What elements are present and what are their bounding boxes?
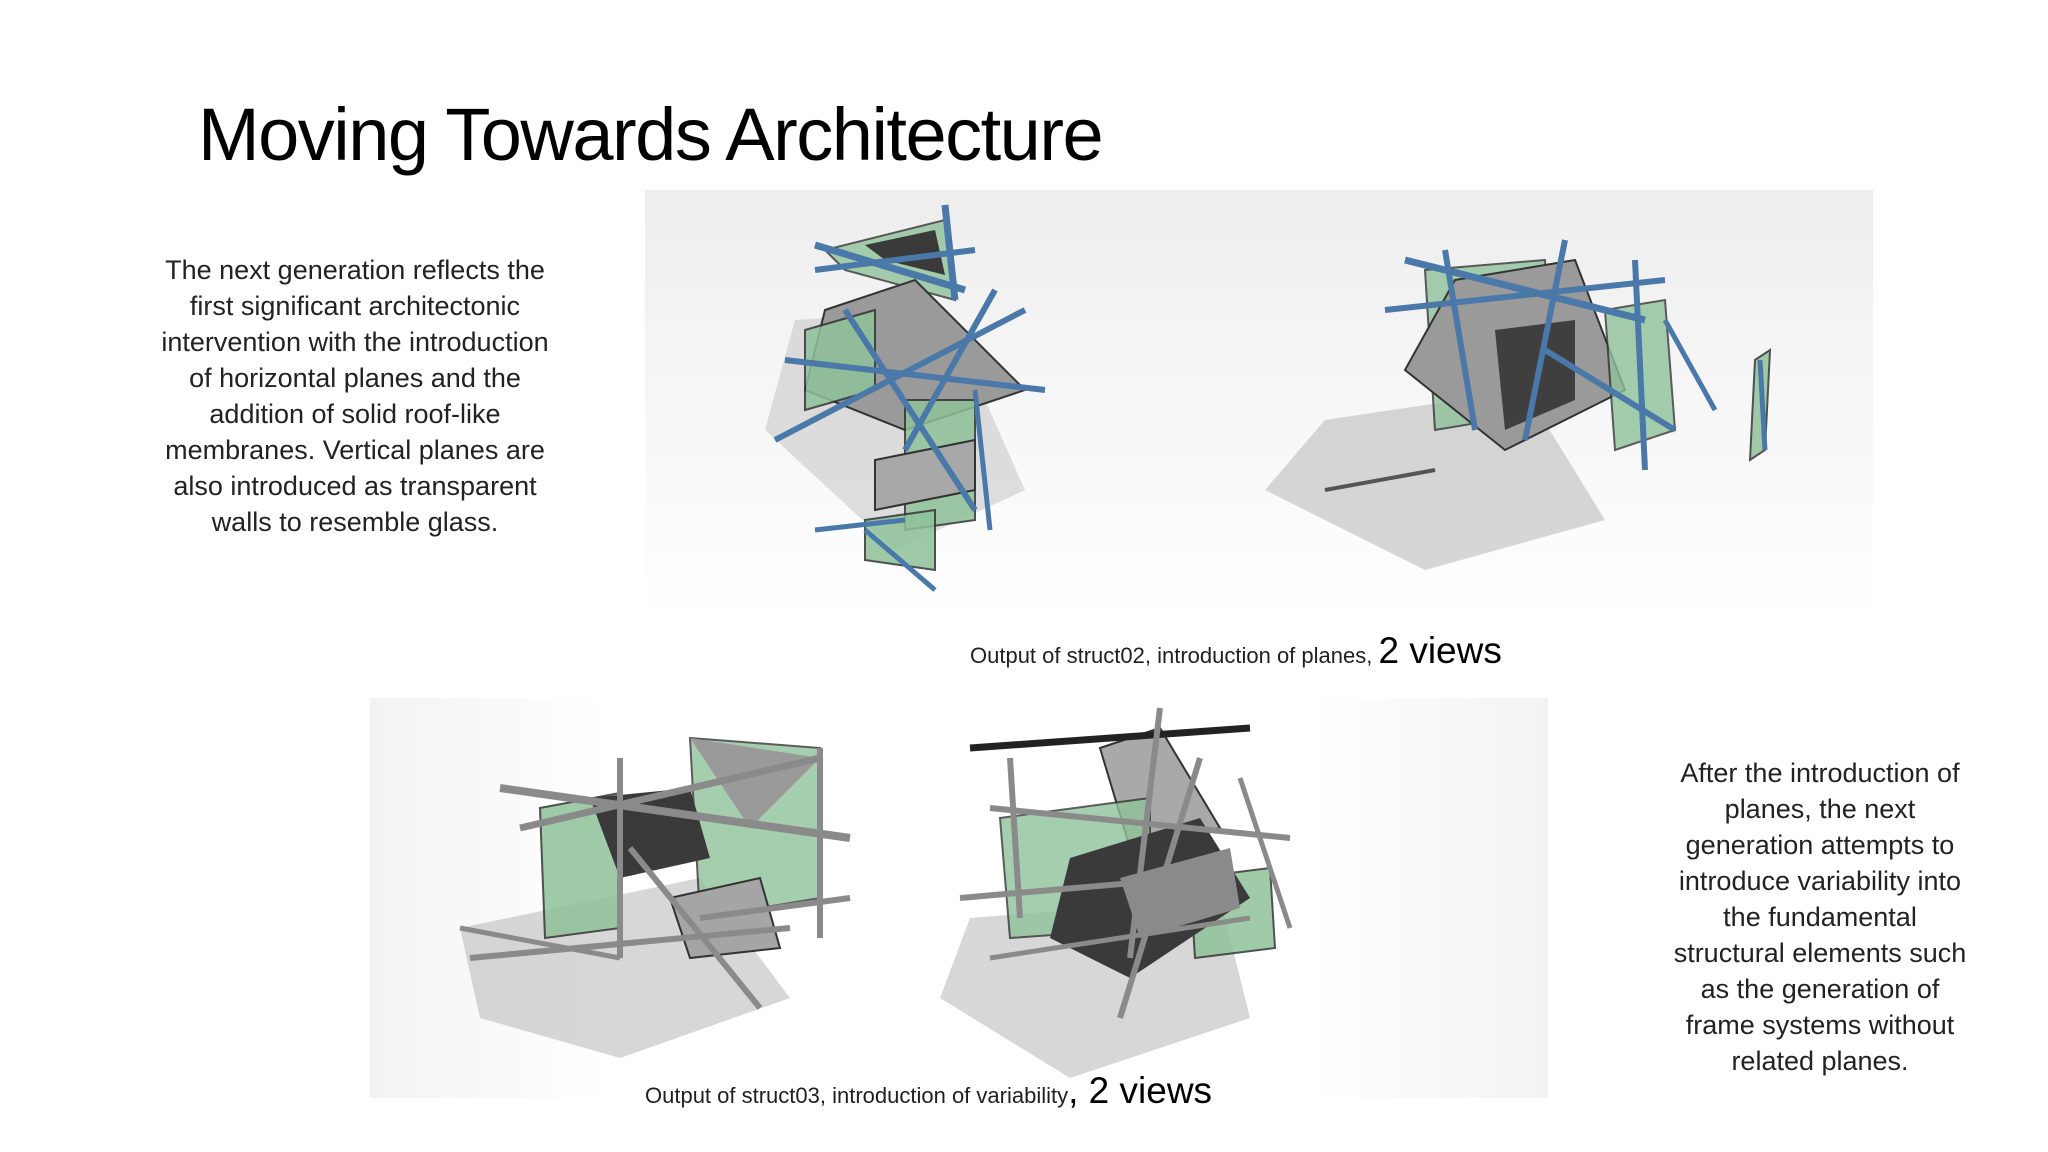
frame-member (784, 357, 1046, 393)
struct03-view-1 (459, 736, 851, 1058)
struct03-render-illustration (459, 707, 1293, 1078)
frame-member (1127, 707, 1163, 959)
frame-member (842, 308, 978, 512)
struct02-caption: Output of struct02, introduction of plan… (970, 630, 1502, 672)
roof-membrane (690, 738, 820, 828)
frame-member (814, 247, 976, 273)
frame-member (989, 805, 1291, 841)
frame-member (1324, 468, 1436, 492)
frame-member (1117, 757, 1203, 1019)
struct03-caption: Output of struct03, introduction of vari… (645, 1070, 1212, 1112)
struct03-view-2 (940, 707, 1293, 1078)
frame-member (814, 517, 906, 533)
frame-member (1662, 318, 1718, 412)
frame-member (1442, 249, 1478, 431)
frame-member (813, 241, 967, 294)
frame-member (989, 915, 1251, 961)
struct02-render-illustration (765, 204, 1772, 592)
frame-member (1384, 277, 1666, 313)
frame-member (519, 754, 821, 832)
struct03-caption-text: Output of struct03, introduction of vari… (645, 1083, 1069, 1108)
frame-member (773, 307, 1027, 443)
struct02-caption-views: 2 views (1378, 630, 1502, 671)
struct02-view-2 (1265, 239, 1772, 570)
frame-member (459, 925, 621, 961)
right-description: After the introduction of planes, the ne… (1673, 758, 1967, 1076)
left-description: The next generation reflects the first s… (161, 255, 549, 537)
frame-member (1522, 239, 1568, 441)
struct02-render-image (645, 190, 1873, 622)
struct02-view-1 (765, 204, 1046, 592)
frame-member (902, 288, 998, 452)
frame-member (863, 528, 937, 592)
frame-member (972, 389, 993, 531)
frame-member (1632, 259, 1648, 471)
frame-member (1543, 347, 1677, 433)
floor-plane (874, 438, 976, 512)
frame-member (959, 875, 1191, 901)
frame-member (1404, 256, 1646, 324)
slide-title: Moving Towards Architecture (198, 93, 1104, 176)
membrane-dark (865, 230, 945, 275)
frame-member (469, 925, 791, 961)
struct02-caption-text: Output of struct02, introduction of plan… (970, 643, 1373, 668)
frame-member (1757, 359, 1768, 451)
frame-member (969, 724, 1251, 752)
frame-member (1237, 777, 1293, 929)
struct03-caption-views: , 2 views (1068, 1070, 1213, 1111)
frame-member (699, 895, 851, 921)
frame-member (499, 784, 851, 842)
frame-member (627, 846, 763, 1010)
struct03-render-image (370, 698, 1548, 1098)
